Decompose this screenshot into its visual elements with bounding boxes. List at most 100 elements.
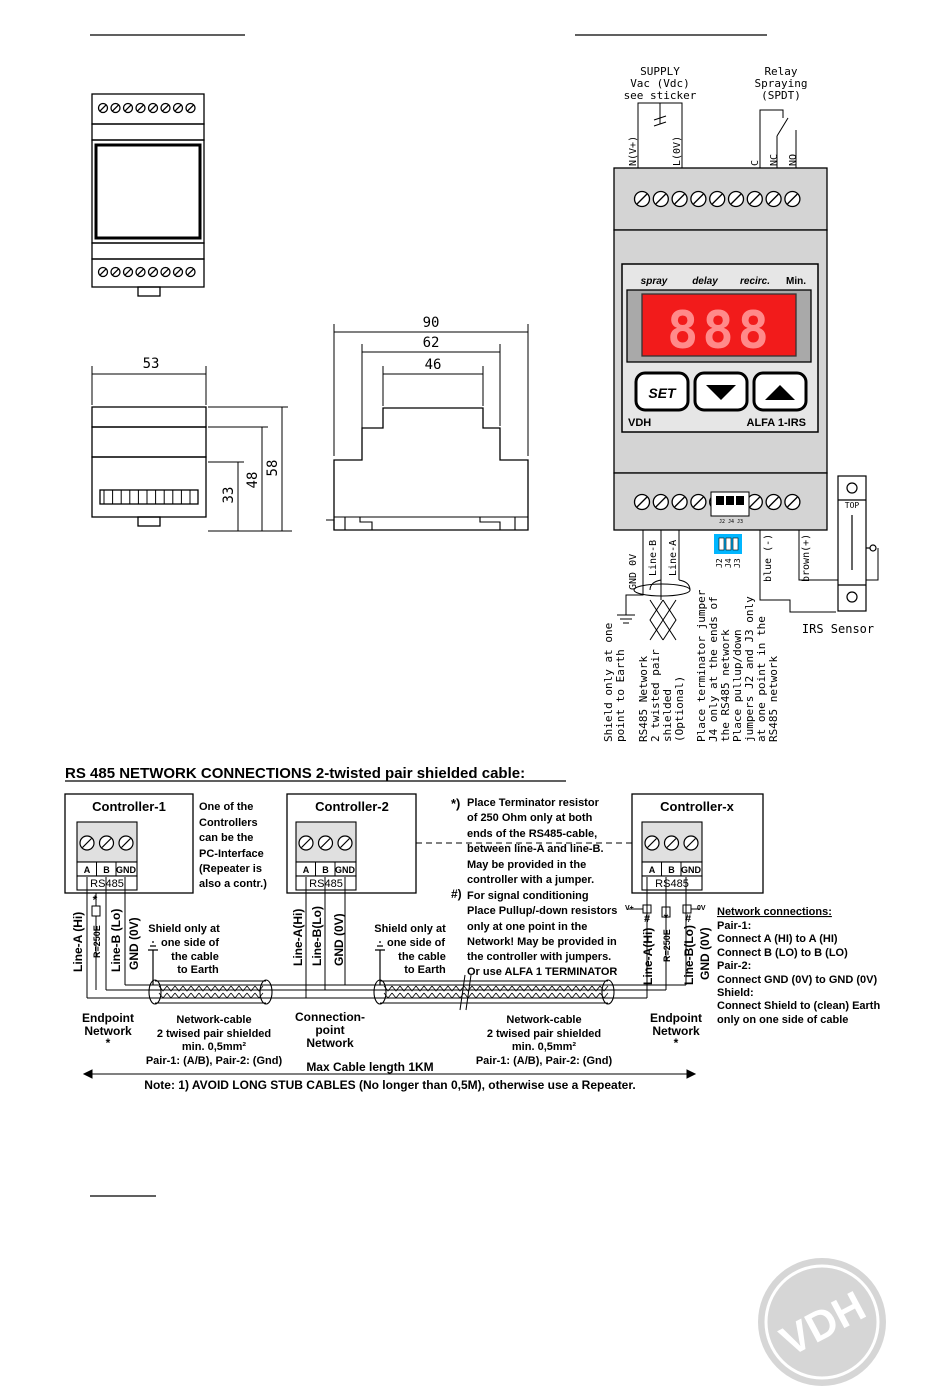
svg-text:only on one side of cable: only on one side of cable [717, 1014, 848, 1026]
resistor-star-left: * [93, 893, 98, 907]
svg-text:Line-B: Line-B [648, 540, 659, 576]
svg-text:Pair-1:: Pair-1: [717, 920, 751, 932]
endpoint-left: Endpoint Network * [82, 1011, 134, 1050]
sensor-label: IRS Sensor [802, 622, 874, 636]
svg-text:R=250E: R=250E [92, 925, 102, 958]
screw-slot [655, 496, 667, 508]
svg-text:Place Terminator resistor: Place Terminator resistor [467, 797, 600, 809]
svg-text:Spraying: Spraying [755, 77, 808, 90]
connections-title: Network connections: [717, 906, 832, 918]
note-terminator: Place Terminator resistor of 250 Ohm onl… [467, 797, 604, 886]
screw-slot [655, 193, 667, 205]
svg-text:of 250 Ohm only at both: of 250 Ohm only at both [467, 812, 593, 824]
dim-58: 58 [265, 460, 281, 477]
rs485-label: RS485 [655, 878, 689, 890]
pulldown-hash: # [685, 913, 691, 925]
svg-text:min. 0,5mm²: min. 0,5mm² [182, 1041, 247, 1053]
svg-text:jumpers J2 and J3 only: jumpers J2 and J3 only [743, 596, 756, 742]
note-star-mark: *) [451, 796, 460, 811]
screw-slot [121, 838, 131, 848]
display-digits: 888 [667, 301, 773, 361]
supply-wires [637, 102, 683, 168]
svg-text:recirc.: recirc. [740, 276, 770, 287]
svg-text:PC-Interface: PC-Interface [199, 848, 264, 860]
svg-text:J2 J4 J3: J2 J4 J3 [719, 519, 743, 525]
svg-text:J4 only at the ends of: J4 only at the ends of [707, 596, 720, 742]
svg-text:2 twised pair shielded: 2 twised pair shielded [487, 1028, 601, 1040]
screw-slot [137, 268, 144, 276]
svg-text:For signal conditioning: For signal conditioning [467, 890, 589, 902]
svg-text:Line-A(Hi): Line-A(Hi) [291, 909, 305, 966]
svg-text:Line-A: Line-A [668, 540, 679, 576]
left-vertical-labels: Line-A (Hi) R=250E Line-B (Lo) GND (0V) [71, 909, 141, 972]
note-rs485-network: RS485 Network 2 twisted pair shielded (O… [637, 649, 686, 742]
screw-slot [124, 268, 132, 276]
connection-point: Connection- point Network [295, 1010, 365, 1050]
screw-slot [636, 193, 648, 205]
device-model: ALFA 1-IRS [747, 417, 807, 429]
cable-segment-1 [148, 979, 273, 1005]
svg-text:J4: J4 [724, 558, 733, 568]
svg-text:Shield only at: Shield only at [148, 923, 220, 935]
svg-text:delay: delay [692, 276, 718, 287]
controller-x-title: Controller-x [660, 799, 734, 814]
svg-text:SET: SET [648, 385, 677, 401]
screw-slot [99, 268, 107, 276]
svg-text:the cable: the cable [171, 951, 219, 963]
svg-text:Line-B(Lo): Line-B(Lo) [682, 925, 696, 985]
svg-text:R=250E: R=250E [662, 929, 672, 962]
screw-slot [174, 268, 182, 276]
right-vertical-labels: Line-A(Hi) R=250E Line-B(Lo) GND (0V) [641, 925, 712, 985]
screw-slot [124, 104, 132, 112]
max-length-arrow [82, 1069, 697, 1079]
terminal-letter: A [303, 865, 310, 875]
svg-text:point to Earth: point to Earth [614, 649, 627, 742]
endpoint-right: Endpoint Network * [650, 1011, 702, 1050]
screw-slot [82, 838, 92, 848]
svg-text:GND (0V): GND (0V) [698, 927, 712, 980]
up-button[interactable] [752, 371, 808, 412]
vdh-logo: VDH [758, 1258, 886, 1386]
cable-note-left: Network-cable 2 twised pair shielded min… [146, 1014, 283, 1067]
svg-text:Network-cable: Network-cable [506, 1014, 581, 1026]
svg-text:Controllers: Controllers [199, 817, 258, 829]
svg-text:can be the: can be the [199, 832, 253, 844]
dim-33: 33 [221, 487, 237, 504]
svg-text:Shield only at: Shield only at [374, 923, 446, 935]
controller-2-title: Controller-2 [315, 799, 389, 814]
svg-text:(Repeater is: (Repeater is [199, 863, 262, 875]
set-button[interactable]: SET [634, 371, 690, 412]
twisted-pair-2 [158, 992, 264, 999]
svg-text:One of the: One of the [199, 801, 253, 813]
twisted-pair-2 [383, 992, 609, 999]
screw-slot [112, 104, 119, 112]
svg-text:at one point in the: at one point in the [755, 616, 768, 742]
svg-text:Place terminator jumper: Place terminator jumper [695, 589, 708, 742]
note-jumpers: Place terminator jumper J4 only at the e… [695, 589, 780, 742]
dim-62: 62 [423, 335, 440, 351]
relay-switch [759, 109, 797, 168]
dim-53: 53 [143, 356, 160, 372]
screw-slot [162, 104, 169, 112]
svg-text:Pair-1: (A/B), Pair-2: (Gnd): Pair-1: (A/B), Pair-2: (Gnd) [476, 1055, 613, 1067]
note-signal: For signal conditioning Place Pullup/-do… [467, 890, 617, 978]
dimension-lines-side [91, 366, 292, 532]
screw-slot [647, 838, 657, 848]
screw-slot [693, 193, 704, 205]
cable-segment-2 [373, 979, 615, 1005]
side-view-vent-slots [103, 490, 191, 504]
device-brand: VDH [628, 417, 651, 429]
svg-text:SUPPLY: SUPPLY [640, 65, 680, 78]
bottom-terminal-labels: GND 0V Line-B Line-A blue (-) brown(+) [628, 534, 812, 590]
svg-text:NC: NC [769, 154, 780, 166]
screw-slot [101, 838, 112, 848]
front-bottom-terminal-row [97, 266, 196, 278]
rs485-label-row [641, 875, 703, 891]
down-button[interactable] [693, 371, 749, 412]
svg-text:C: C [750, 160, 761, 166]
module-front-view [91, 93, 205, 297]
shield-note-left: Shield only at one side of the cable to … [148, 923, 220, 976]
earth-symbols [148, 941, 385, 985]
svg-text:Endpoint: Endpoint [650, 1011, 702, 1025]
